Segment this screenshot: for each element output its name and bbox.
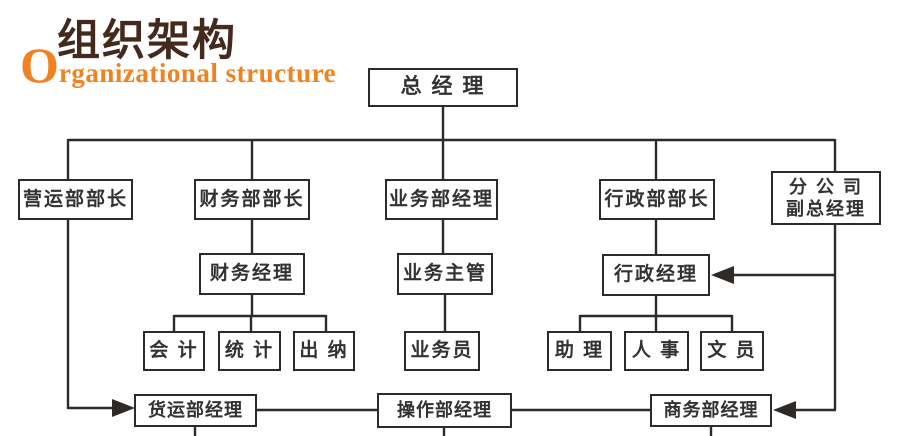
org-node-label: 商务部经理: [663, 400, 759, 421]
org-node-clerk: 文 员: [700, 331, 764, 371]
org-node-accountant: 会 计: [143, 331, 205, 371]
org-node-label: 业务员: [410, 340, 474, 362]
arrow-left-icon: [773, 401, 796, 419]
org-node-general-manager: 总 经 理: [368, 68, 518, 107]
org-node-label: 营运部部长: [22, 188, 128, 210]
org-node-business-supervisor: 业务主管: [397, 253, 493, 295]
org-node-label: 人 事: [631, 340, 682, 362]
org-node-finance-manager: 财务经理: [199, 253, 305, 295]
org-node-commerce-dept-manager: 商务部经理: [650, 394, 772, 427]
title-english-dropcap: O: [20, 37, 59, 93]
org-node-business-dept-manager: 业务部经理: [385, 179, 498, 220]
org-node-label: 行政经理: [613, 264, 698, 286]
org-node-label: 助 理: [554, 340, 605, 362]
org-node-label: 会 计: [149, 340, 199, 362]
org-node-admin-manager: 行政经理: [602, 254, 710, 296]
org-node-salesman: 业务员: [404, 331, 480, 371]
org-node-assistant: 助 理: [547, 331, 612, 371]
org-node-finance-dept-head: 财务部部长: [194, 179, 310, 220]
org-node-label-line2: 副总经理: [786, 199, 866, 219]
org-node-operations-dept-head: 营运部部长: [18, 179, 133, 220]
org-node-cashier: 出 纳: [293, 331, 355, 371]
org-node-operation-dept-manager: 操作部经理: [377, 393, 512, 428]
page-title-english: Organizational structure: [20, 40, 336, 90]
org-node-hr: 人 事: [624, 331, 689, 371]
org-node-label-line1: 分 公 司: [788, 176, 863, 197]
org-node-label: 货运部经理: [148, 400, 243, 421]
org-node-branch-deputy-general-manager: 分 公 司 副总经理: [771, 171, 881, 225]
org-node-label: 操作部经理: [397, 400, 492, 421]
org-node-label: 统 计: [224, 340, 275, 362]
org-node-label: 总 经 理: [400, 75, 486, 99]
org-node-freight-dept-manager: 货运部经理: [134, 394, 257, 427]
org-node-label: 业务部经理: [388, 188, 494, 210]
title-english-rest: rganizational structure: [58, 58, 337, 88]
org-node-statistician: 统 计: [218, 331, 281, 371]
org-node-label: 财务经理: [209, 263, 294, 285]
page-title-chinese: 组织架构: [57, 18, 237, 65]
org-node-admin-dept-head: 行政部部长: [599, 179, 715, 220]
org-node-label: 文 员: [707, 340, 757, 362]
arrow-right-icon: [112, 399, 135, 417]
org-node-label: 财务部部长: [199, 188, 305, 210]
org-node-label: 业务主管: [402, 263, 487, 285]
org-node-label: 出 纳: [299, 340, 349, 362]
org-node-label: 行政部部长: [604, 188, 710, 210]
arrow-left-icon: [711, 266, 734, 284]
